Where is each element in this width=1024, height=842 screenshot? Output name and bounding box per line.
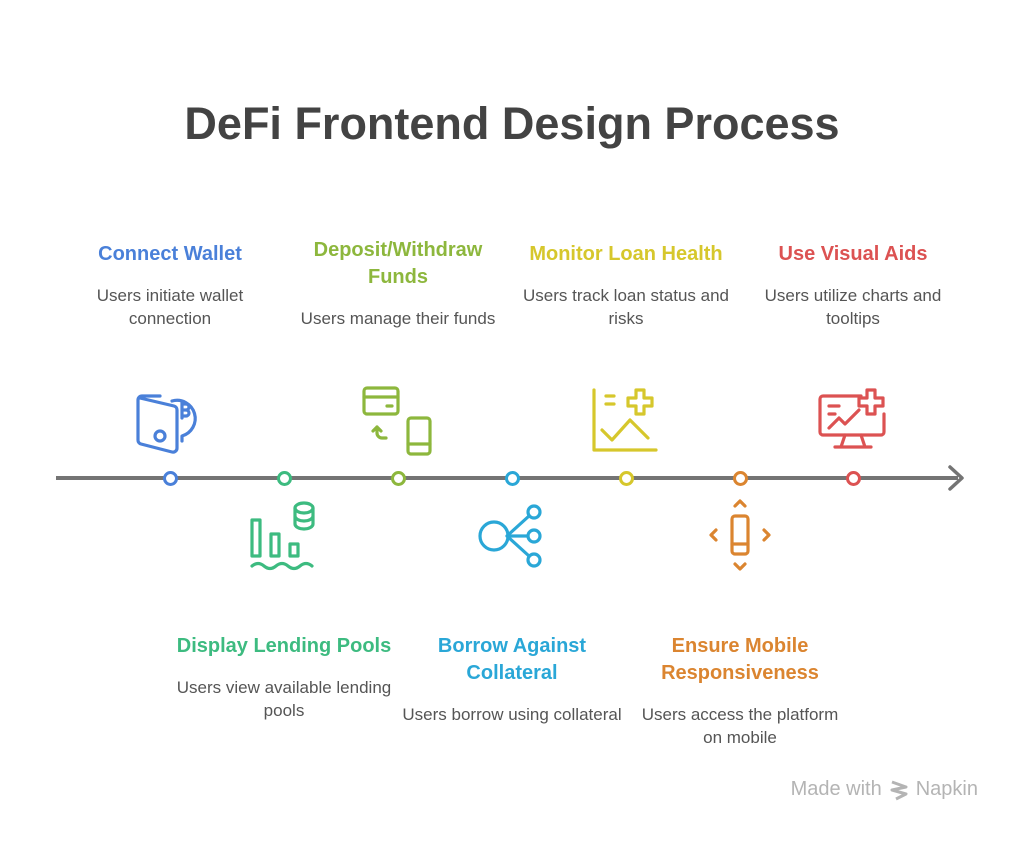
step-display-lending-pools: Display Lending Pools Users view availab… (174, 633, 394, 722)
step-borrow-against-collateral: Borrow Against Collateral Users borrow u… (402, 633, 622, 726)
step-title: Ensure Mobile Responsiveness (661, 635, 819, 684)
made-with-napkin-badge: Made with Napkin (791, 778, 978, 801)
made-with-label: Made with (790, 778, 882, 800)
step-title: Use Visual Aids (778, 243, 928, 265)
card-transfer-phone-icon (360, 384, 436, 460)
step-connect-wallet: Connect Wallet Users initiate wallet con… (60, 241, 280, 330)
timeline-dot-display-lending-pools (276, 471, 292, 486)
chart-health-plus-icon (588, 384, 664, 460)
timeline-dot-mobile (732, 471, 748, 486)
step-title: Connect Wallet (98, 243, 242, 265)
napkin-logo-icon (890, 780, 908, 800)
step-deposit-withdraw-funds: Deposit/Withdraw Funds Users manage thei… (288, 237, 508, 330)
step-description: Users view available lending pools (176, 678, 392, 720)
step-monitor-loan-health: Monitor Loan Health Users track loan sta… (516, 241, 736, 330)
timeline-dot-visual-aids (845, 471, 861, 486)
step-description: Users track loan status and risks (523, 286, 729, 328)
step-description: Users borrow using collateral (402, 705, 622, 724)
step-use-visual-aids: Use Visual Aids Users utilize charts and… (743, 241, 963, 330)
arrow-head-icon (948, 465, 964, 491)
timeline-dot-borrow (504, 471, 520, 486)
step-description: Users manage their funds (300, 309, 496, 328)
timeline-dot-deposit-withdraw (390, 471, 406, 486)
step-title: Deposit/Withdraw Funds (313, 239, 483, 288)
monitor-chart-icon (815, 384, 891, 460)
wallet-bitcoin-icon (132, 384, 208, 460)
page-title: DeFi Frontend Design Process (184, 98, 840, 149)
step-ensure-mobile-responsiveness: Ensure Mobile Responsiveness Users acces… (630, 633, 850, 749)
share-nodes-icon (474, 498, 550, 574)
timeline-dot-connect-wallet (162, 471, 178, 486)
step-description: Users access the platform on mobile (641, 705, 839, 747)
step-description: Users initiate wallet connection (96, 286, 244, 328)
mobile-responsive-icon (702, 498, 778, 574)
step-description: Users utilize charts and tooltips (764, 286, 942, 328)
bar-chart-coins-icon (246, 498, 322, 574)
step-title: Display Lending Pools (176, 635, 392, 657)
napkin-brand-label: Napkin (915, 778, 978, 800)
step-title: Borrow Against Collateral (437, 635, 587, 684)
timeline-dot-monitor-loan (618, 471, 634, 486)
step-title: Monitor Loan Health (529, 243, 723, 265)
